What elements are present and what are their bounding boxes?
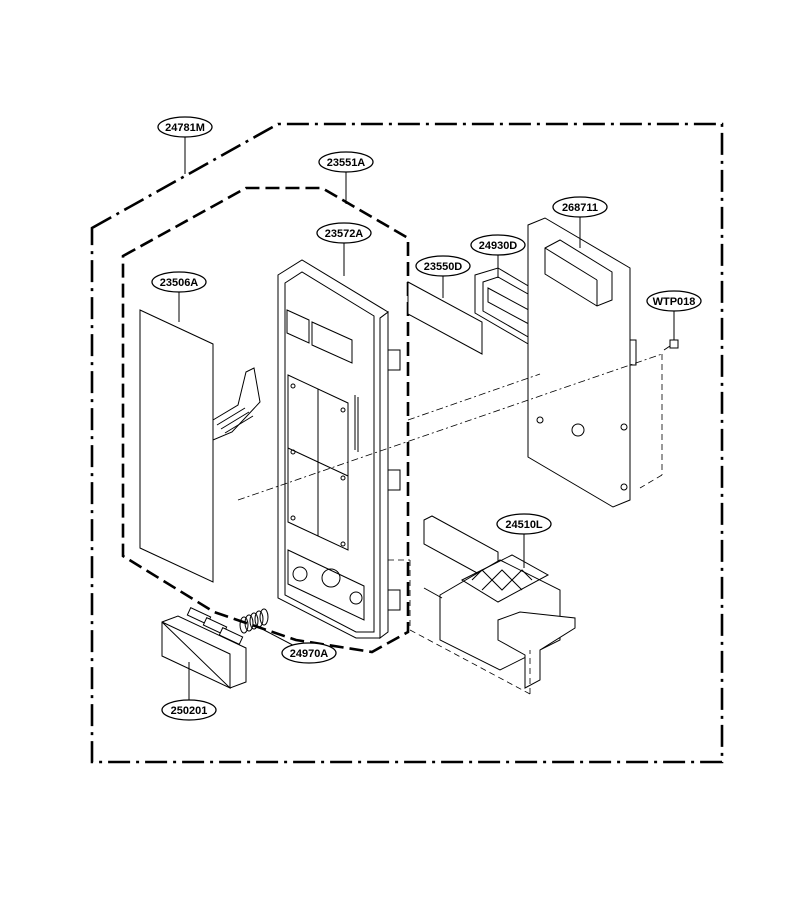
front-frame: [277, 259, 401, 639]
svg-text:24930D: 24930D: [479, 240, 518, 252]
alignment-lines: [237, 353, 663, 695]
latch-lever: [423, 515, 576, 689]
svg-text:250201: 250201: [171, 705, 208, 717]
svg-text:23551A: 23551A: [327, 157, 366, 169]
screw: [663, 339, 679, 351]
svg-text:23506A: 23506A: [160, 277, 199, 289]
part-label-250201: 250201: [161, 699, 217, 721]
part-label-24510L: 24510L: [496, 513, 552, 535]
outer-assembly-boundary: [90, 122, 724, 764]
push-button: [161, 607, 247, 690]
svg-text:WTP018: WTP018: [653, 296, 696, 308]
svg-text:24781M: 24781M: [165, 122, 205, 134]
part-label-WTP018: WTP018: [646, 290, 702, 312]
svg-text:24510L: 24510L: [505, 519, 543, 531]
part-label-24930D: 24930D: [470, 234, 526, 256]
part-label-23506A: 23506A: [151, 271, 207, 293]
svg-text:24970A: 24970A: [290, 648, 329, 660]
part-label-24970A: 24970A: [281, 642, 337, 664]
part-label-24781M: 24781M: [157, 116, 213, 138]
panel-subassembly-boundary: [121, 186, 410, 654]
svg-text:23572A: 23572A: [325, 228, 364, 240]
membrane-sheet: [139, 309, 261, 583]
part-label-23550D: 23550D: [415, 255, 471, 277]
pcb-board: [527, 217, 637, 508]
svg-text:23550D: 23550D: [424, 261, 463, 273]
part-label-23572A: 23572A: [316, 222, 372, 244]
spring: [239, 608, 269, 634]
part-label-268711: 268711: [552, 196, 608, 218]
svg-text:268711: 268711: [562, 202, 598, 214]
window-film: [407, 281, 483, 355]
part-label-23551A: 23551A: [318, 151, 374, 173]
